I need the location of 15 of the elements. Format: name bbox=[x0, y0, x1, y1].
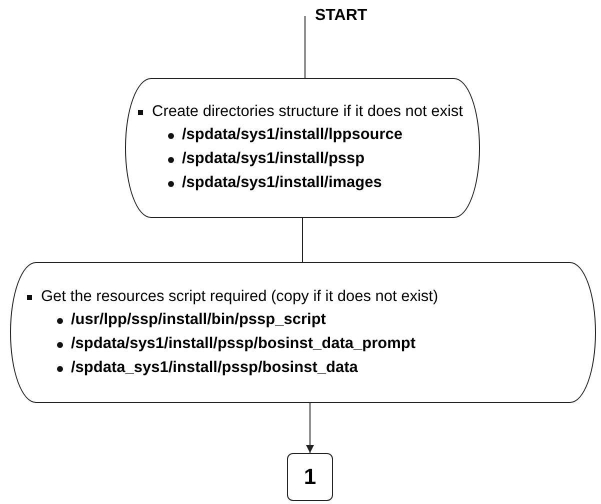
path-item: /usr/lpp/ssp/install/bin/pssp_script bbox=[57, 308, 585, 332]
page-connector: 1 bbox=[287, 453, 333, 501]
arrow bbox=[306, 402, 314, 454]
path-item: /spdata_sys1/install/pssp/bosinst_data bbox=[57, 356, 585, 380]
path-item: /spdata/sys1/install/images bbox=[168, 171, 469, 195]
process-box bbox=[125, 78, 480, 218]
step-heading: Get the resources script required (copy if it does not exist) bbox=[27, 286, 585, 308]
start-label: START bbox=[315, 7, 368, 25]
path-item: /spdata/sys1/install/pssp/bosinst_data_prompt bbox=[57, 332, 585, 356]
path-item: /spdata/sys1/install/pssp bbox=[168, 147, 469, 171]
process-box bbox=[10, 262, 596, 403]
path-item: /spdata/sys1/install/lppsource bbox=[168, 123, 469, 147]
connector-line bbox=[302, 218, 303, 262]
step-heading: Create directories structure if it does not exist bbox=[138, 101, 469, 123]
connector-line bbox=[304, 16, 306, 78]
